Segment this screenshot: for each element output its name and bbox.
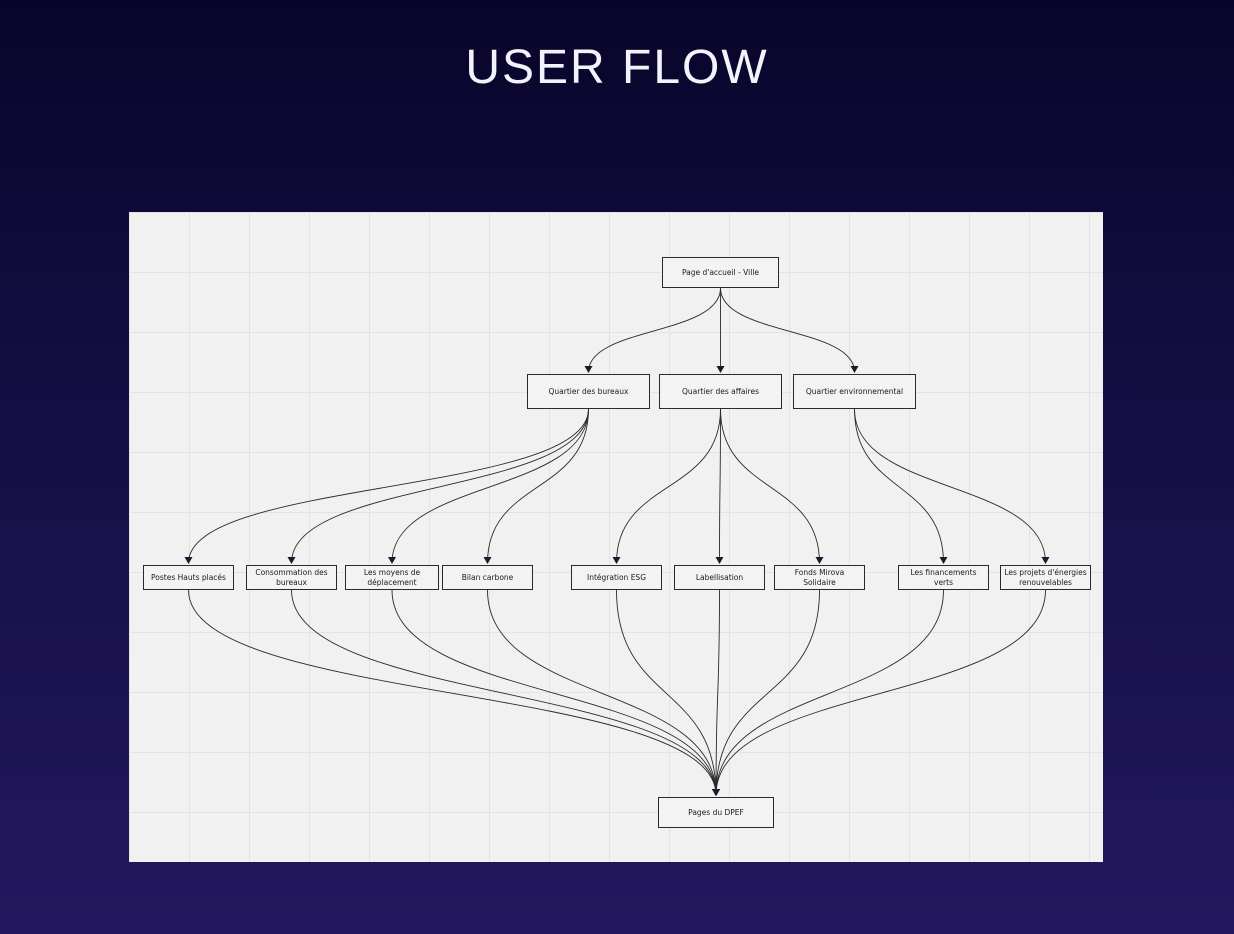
edge-p1-to-target [291,589,720,796]
edge-s0-to-p1 [287,408,589,564]
edge-p6-to-target [712,589,820,796]
edge-root-to-section-0 [584,287,721,373]
node-postes-hauts-places[interactable]: Postes Hauts placés [143,565,234,590]
edge-s0-to-p2 [388,408,589,564]
node-quartier-des-affaires[interactable]: Quartier des affaires [659,374,782,409]
node-les-projets-energies-renouvelables[interactable]: Les projets d'énergies renouvelables [1000,565,1091,590]
edge-p3-to-target [487,589,720,796]
edge-s1-to-p6 [720,408,824,564]
node-quartier-environnemental[interactable]: Quartier environnemental [793,374,916,409]
edge-p8-to-target [712,589,1046,796]
node-les-moyens-de-deplacement[interactable]: Les moyens de déplacement [345,565,439,590]
edge-s2-to-p7 [854,408,948,564]
edge-p0-to-target [188,589,720,796]
node-labellisation[interactable]: Labellisation [674,565,765,590]
flow-diagram-board: Page d'accueil - Ville Quartier des bure… [129,212,1103,862]
node-fonds-mirova-solidaire[interactable]: Fonds Mirova Solidaire [774,565,865,590]
node-integration-esg[interactable]: Intégration ESG [571,565,662,590]
node-bilan-carbone[interactable]: Bilan carbone [442,565,533,590]
edge-p2-to-target [391,589,720,796]
node-pages-du-dpef[interactable]: Pages du DPEF [658,797,774,828]
edge-root-to-section-2 [720,287,859,373]
edge-s1-to-p4 [612,408,721,564]
edge-s2-to-p8 [854,408,1050,564]
edge-p7-to-target [712,589,944,796]
node-les-financements-verts[interactable]: Les financements verts [898,565,989,590]
edge-s0-to-p0 [184,408,589,564]
edge-s1-to-p5 [715,408,724,564]
edge-p4-to-target [616,589,720,796]
node-consommation-des-bureaux[interactable]: Consommation des bureaux [246,565,337,590]
flow-edges [184,287,1050,796]
edge-s0-to-p3 [483,408,589,564]
edge-p5-to-target [712,589,721,796]
node-quartier-des-bureaux[interactable]: Quartier des bureaux [527,374,650,409]
page-title: USER FLOW [465,41,769,94]
node-page-accueil-ville[interactable]: Page d'accueil - Ville [662,257,779,288]
